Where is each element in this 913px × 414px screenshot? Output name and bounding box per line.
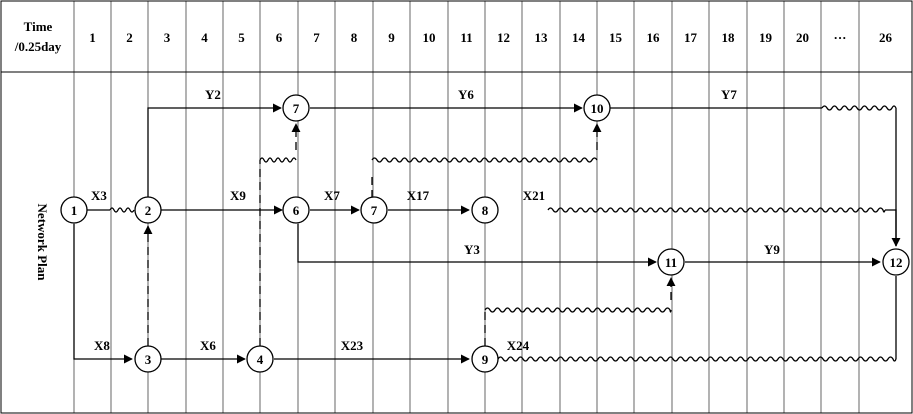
node-3-label: 3 xyxy=(145,352,152,367)
node-7-mid-label: 7 xyxy=(371,203,378,218)
node-4 xyxy=(246,345,274,373)
column-label: 17 xyxy=(684,30,698,45)
column-label: 1 xyxy=(89,30,96,45)
time-label-line2: /0.25day xyxy=(14,39,62,54)
column-label: 14 xyxy=(572,30,586,45)
node-9 xyxy=(471,345,499,373)
label-x23: X23 xyxy=(341,338,364,353)
column-label: 18 xyxy=(722,30,736,45)
column-label: 5 xyxy=(238,30,245,45)
wavy-x21 xyxy=(547,207,886,213)
edge-y2 xyxy=(147,103,282,198)
node-6 xyxy=(282,196,310,224)
wavy-x3 xyxy=(109,207,135,213)
node-4-label: 4 xyxy=(257,352,264,367)
column-lines xyxy=(73,1,860,413)
node-11 xyxy=(657,248,685,276)
node-10-label: 10 xyxy=(591,101,604,116)
column-label: 6 xyxy=(276,30,283,45)
node-2-label: 2 xyxy=(145,203,152,218)
edge-x21-to-12 xyxy=(885,209,897,246)
column-label: 10 xyxy=(423,30,436,45)
node-1 xyxy=(60,196,88,224)
label-y6: Y6 xyxy=(458,87,474,102)
label-x6: X6 xyxy=(200,338,216,353)
label-y2: Y2 xyxy=(205,87,221,102)
column-label: 20 xyxy=(796,30,809,45)
column-label: ··· xyxy=(833,30,846,45)
node-7-top xyxy=(282,94,310,122)
column-label: 2 xyxy=(126,30,133,45)
column-label: 26 xyxy=(879,30,893,45)
node-3 xyxy=(134,345,162,373)
wavy-7-to-10 xyxy=(371,157,598,163)
edge-x8 xyxy=(73,224,133,364)
node-6-label: 6 xyxy=(293,203,300,218)
wavy-9-to-11 xyxy=(484,307,672,313)
label-x21: X21 xyxy=(523,188,545,203)
node-8-label: 8 xyxy=(482,203,489,218)
node-12-label: 12 xyxy=(890,255,903,270)
edge-y3 xyxy=(297,224,657,267)
node-9-label: 9 xyxy=(482,352,489,367)
node-10 xyxy=(583,94,611,122)
network-plan-label: Network Plan xyxy=(35,204,50,282)
label-x24: X24 xyxy=(507,338,530,353)
label-x7: X7 xyxy=(324,188,340,203)
column-label: 7 xyxy=(313,30,320,45)
node-11-label: 11 xyxy=(665,255,677,270)
node-2 xyxy=(134,196,162,224)
label-y9: Y9 xyxy=(764,242,780,257)
label-x3: X3 xyxy=(91,188,107,203)
node-8 xyxy=(471,196,499,224)
column-label: 4 xyxy=(201,30,208,45)
column-label: 3 xyxy=(164,30,171,45)
label-y7: Y7 xyxy=(721,87,737,102)
wavy-4-to-7 xyxy=(259,157,297,163)
label-x9: X9 xyxy=(230,188,246,203)
column-label: 8 xyxy=(351,30,358,45)
wavy-x24 xyxy=(497,356,897,362)
node-1-label: 1 xyxy=(71,203,78,218)
column-label: 13 xyxy=(535,30,549,45)
wavy-y7 xyxy=(821,105,897,111)
column-label: 11 xyxy=(460,30,472,45)
label-x17: X17 xyxy=(407,188,430,203)
label-x8: X8 xyxy=(94,338,110,353)
column-label: 15 xyxy=(609,30,623,45)
column-label: 12 xyxy=(497,30,510,45)
column-label: 9 xyxy=(388,30,395,45)
node-12 xyxy=(882,248,910,276)
time-label-line1: Time xyxy=(24,19,53,34)
column-label: 19 xyxy=(759,30,773,45)
node-7-mid xyxy=(360,196,388,224)
label-y3: Y3 xyxy=(464,242,480,257)
node-7-top-label: 7 xyxy=(293,101,300,116)
column-label: 16 xyxy=(647,30,661,45)
